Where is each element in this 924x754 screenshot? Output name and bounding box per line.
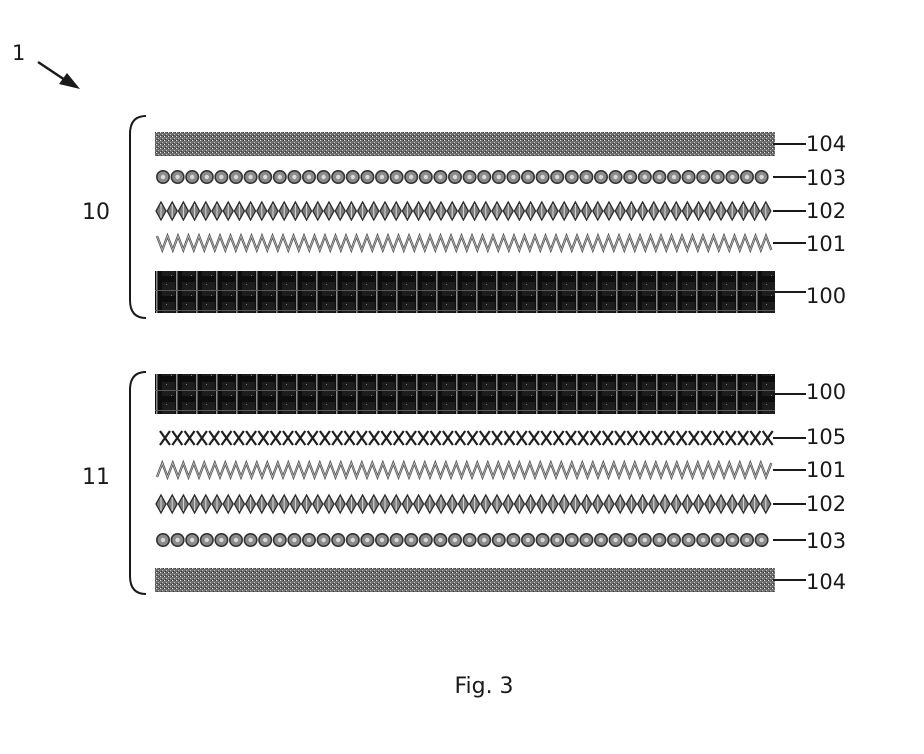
layer-101 [157,236,771,250]
layer-reference-number: 105 [806,425,846,449]
layer-104 [155,568,775,592]
layer-105 [160,431,773,445]
layer-103 [157,171,768,183]
layer-104 [155,132,775,156]
layer-reference-number: 104 [806,132,846,156]
layer-group-11: 11 100 105 101 102 103 104 [82,372,846,594]
assembly-reference-number: 1 [12,41,25,65]
layer-reference-number: 104 [806,570,846,594]
group-brace [130,116,146,318]
group-label: 10 [82,200,110,225]
layer-reference-number: 102 [806,199,846,223]
layer-101 [157,463,771,477]
layer-100 [155,374,775,414]
layer-reference-number: 103 [806,529,846,553]
layer-reference-number: 103 [806,166,846,190]
group-brace [130,372,146,594]
layer-103 [157,534,768,546]
layer-reference-number: 100 [806,284,846,308]
layer-reference-number: 100 [806,380,846,404]
layer-group-10: 10 104 103 102 101 100 [82,116,846,318]
assembly-arrow-icon [38,62,80,89]
layer-reference-number: 101 [806,232,846,256]
layer-reference-number: 101 [806,458,846,482]
layer-102 [156,495,771,513]
group-label: 11 [82,465,110,490]
figure-caption: Fig. 3 [454,674,513,699]
layer-reference-number: 102 [806,492,846,516]
layer-100 [155,271,775,313]
layer-102 [156,202,771,220]
